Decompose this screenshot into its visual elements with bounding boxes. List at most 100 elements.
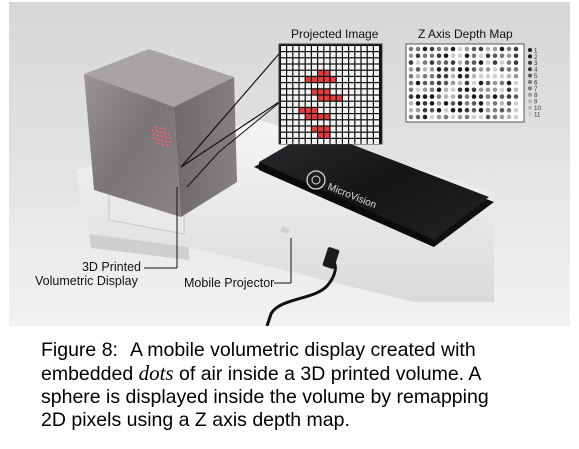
legend-dot xyxy=(528,92,532,97)
depth-dot xyxy=(499,60,505,65)
depth-dot xyxy=(436,101,442,106)
pixel xyxy=(293,108,299,113)
pixel xyxy=(349,58,355,64)
pixel xyxy=(305,108,311,113)
pixel xyxy=(330,108,336,113)
depth-dot xyxy=(422,80,428,86)
depth-dot xyxy=(492,107,498,113)
pixel xyxy=(355,139,361,144)
pixel xyxy=(330,95,336,101)
depth-dot xyxy=(499,94,505,99)
pixel xyxy=(318,108,324,113)
pixel xyxy=(349,77,355,82)
pixel xyxy=(305,46,311,51)
pixel xyxy=(324,64,330,70)
pixel xyxy=(349,108,355,113)
pixel xyxy=(324,89,330,95)
pixel xyxy=(367,114,373,120)
legend-dot xyxy=(528,80,532,84)
pixel xyxy=(312,46,317,51)
depth-dot xyxy=(436,114,442,120)
pixel xyxy=(336,101,342,107)
pixel xyxy=(318,120,324,126)
pixel xyxy=(287,139,293,144)
legend-dot xyxy=(528,86,532,91)
pixel xyxy=(336,46,342,51)
label-3d-printed: 3D Printed xyxy=(81,260,141,274)
depth-dot xyxy=(408,107,414,113)
pixel xyxy=(318,101,324,107)
depth-dot xyxy=(422,67,428,72)
pixel xyxy=(355,70,361,76)
pixel xyxy=(299,108,305,113)
legend-label: 1 xyxy=(534,47,538,54)
depth-dot xyxy=(464,87,470,93)
cube-dot xyxy=(166,144,169,147)
pixel xyxy=(312,58,317,64)
pixel xyxy=(305,126,311,132)
pixel xyxy=(281,70,286,76)
pixel xyxy=(361,139,367,144)
pixel xyxy=(330,64,336,70)
depth-dot xyxy=(513,107,519,113)
depth-dot xyxy=(450,67,456,72)
cube-dot xyxy=(156,134,159,137)
pixel xyxy=(281,101,286,107)
depth-dot xyxy=(429,80,435,86)
pixel xyxy=(299,77,305,82)
depth-dot xyxy=(499,87,505,93)
pixel xyxy=(293,77,299,82)
depth-dot xyxy=(499,46,505,52)
depth-map-title: Z Axis Depth Map xyxy=(418,27,513,41)
cube-dot xyxy=(162,143,165,146)
pixel xyxy=(287,108,293,113)
depth-dot xyxy=(415,53,421,59)
depth-dot xyxy=(429,94,435,99)
pixel xyxy=(318,77,324,82)
depth-dot xyxy=(415,46,421,52)
pixel xyxy=(299,70,305,76)
pixel xyxy=(299,46,305,51)
depth-dot xyxy=(478,73,484,79)
pixel xyxy=(336,58,342,64)
caption-line-3: sphere is displayed inside the volume by… xyxy=(41,386,489,408)
pixel xyxy=(367,101,373,107)
depth-dot xyxy=(471,60,477,65)
caption-label: Figure 8: xyxy=(41,339,118,361)
legend-label: 2 xyxy=(534,54,538,61)
pixel xyxy=(305,120,311,126)
pixel xyxy=(305,77,311,82)
pixel xyxy=(355,120,361,126)
depth-dot xyxy=(408,73,414,79)
pixel xyxy=(287,114,293,120)
depth-dot xyxy=(415,114,421,120)
depth-dot xyxy=(471,94,477,99)
pixel xyxy=(312,77,317,82)
depth-dot xyxy=(464,80,470,86)
depth-dot xyxy=(450,53,456,59)
pixel xyxy=(349,120,355,126)
pixel xyxy=(367,64,373,70)
pixel xyxy=(293,64,299,70)
cube-dot xyxy=(161,139,164,142)
depth-dot xyxy=(499,80,505,86)
pixel xyxy=(287,89,293,95)
pixel xyxy=(324,52,330,58)
depth-dot xyxy=(415,94,421,99)
depth-dot xyxy=(415,87,421,93)
pixel xyxy=(367,77,373,82)
pixel xyxy=(343,64,348,70)
depth-dot xyxy=(457,53,463,59)
depth-dot xyxy=(457,73,463,79)
pixel xyxy=(281,52,286,58)
cube-dots xyxy=(151,125,172,147)
callout-line xyxy=(218,97,286,153)
pixel xyxy=(318,52,324,58)
pixel xyxy=(330,126,336,132)
base-edge-front xyxy=(89,234,189,260)
pixel xyxy=(349,89,355,95)
depth-dot xyxy=(443,46,449,52)
pixel xyxy=(343,132,348,138)
label-volumetric-display: Volumetric Display xyxy=(35,274,138,288)
depth-dot xyxy=(415,101,421,106)
